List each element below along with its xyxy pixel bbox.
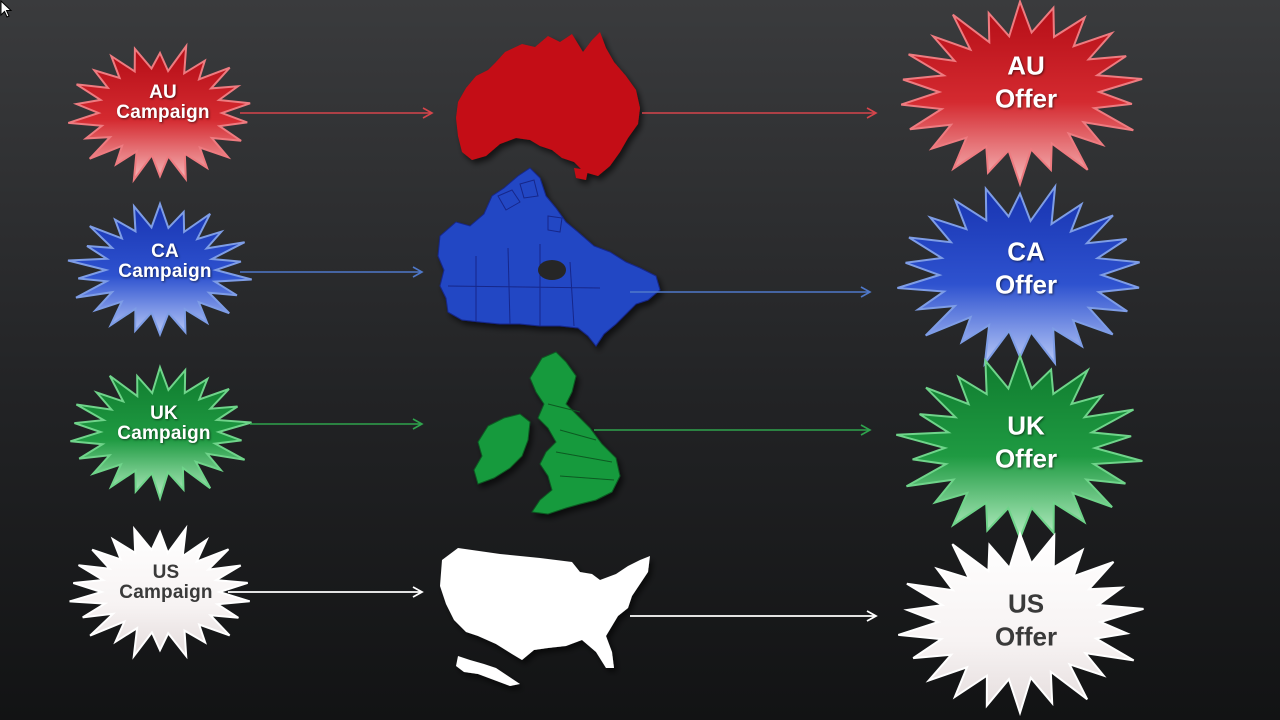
uk-campaign-burst xyxy=(70,364,252,502)
uk-row xyxy=(70,351,1143,541)
ca-campaign-burst xyxy=(67,200,252,338)
ca-row xyxy=(67,167,1140,368)
canada-map xyxy=(437,167,661,347)
us-campaign-burst xyxy=(69,524,250,660)
au-row xyxy=(67,0,1143,188)
au-campaign-burst xyxy=(67,42,251,184)
us-offer-burst xyxy=(897,530,1144,717)
us-row xyxy=(69,524,1144,717)
australia-map xyxy=(456,32,640,180)
au-offer-burst xyxy=(900,0,1143,188)
mouse-pointer-icon xyxy=(0,0,13,18)
uk-map xyxy=(473,351,621,515)
us-map xyxy=(440,548,650,686)
